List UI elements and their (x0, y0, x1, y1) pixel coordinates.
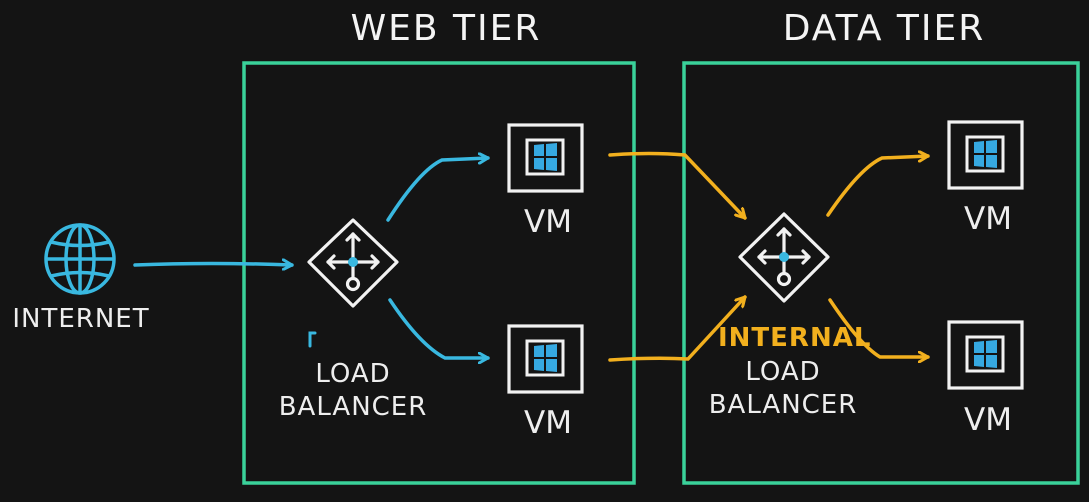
internal-lb-to-vm-bottom-arrow (828, 298, 930, 357)
vm-icon (947, 120, 1024, 190)
vm-icon (507, 324, 584, 394)
internet-to-lb-arrow (133, 264, 294, 266)
internet-label: INTERNET (12, 304, 150, 334)
load-balancer-label-line2: BALANCER (278, 392, 428, 422)
data-tier-box (682, 61, 1080, 485)
lb-to-vm-top-arrow (386, 158, 490, 222)
vm-bottom-to-internal-lb-arrow (608, 295, 747, 362)
lb-to-vm-bottom-arrow (388, 298, 490, 358)
vm-label: VM (964, 201, 1012, 237)
load-balancer-label-line1: LOAD (315, 359, 391, 389)
internal-lb-to-vm-top-arrow (826, 156, 930, 217)
vm-label: VM (964, 402, 1012, 438)
vm-icon (507, 123, 584, 193)
vm-label: VM (524, 405, 572, 441)
vm-icon (947, 320, 1024, 390)
web-tier-title: WEB TIER (350, 8, 542, 49)
vm-top-to-internal-lb-arrow (608, 151, 747, 220)
data-tier-title: DATA TIER (782, 8, 986, 49)
internal-tag: INTERNAL (718, 323, 872, 353)
globe-icon (44, 223, 116, 295)
vm-label: VM (524, 204, 572, 240)
web-tier-box (242, 61, 636, 485)
internal-load-balancer-icon (738, 212, 830, 303)
internal-load-balancer-label-line1: LOAD (745, 357, 821, 387)
internal-load-balancer-label-line2: BALANCER (708, 390, 858, 420)
load-balancer-icon (307, 218, 399, 308)
blue-tick-mark (308, 331, 317, 348)
